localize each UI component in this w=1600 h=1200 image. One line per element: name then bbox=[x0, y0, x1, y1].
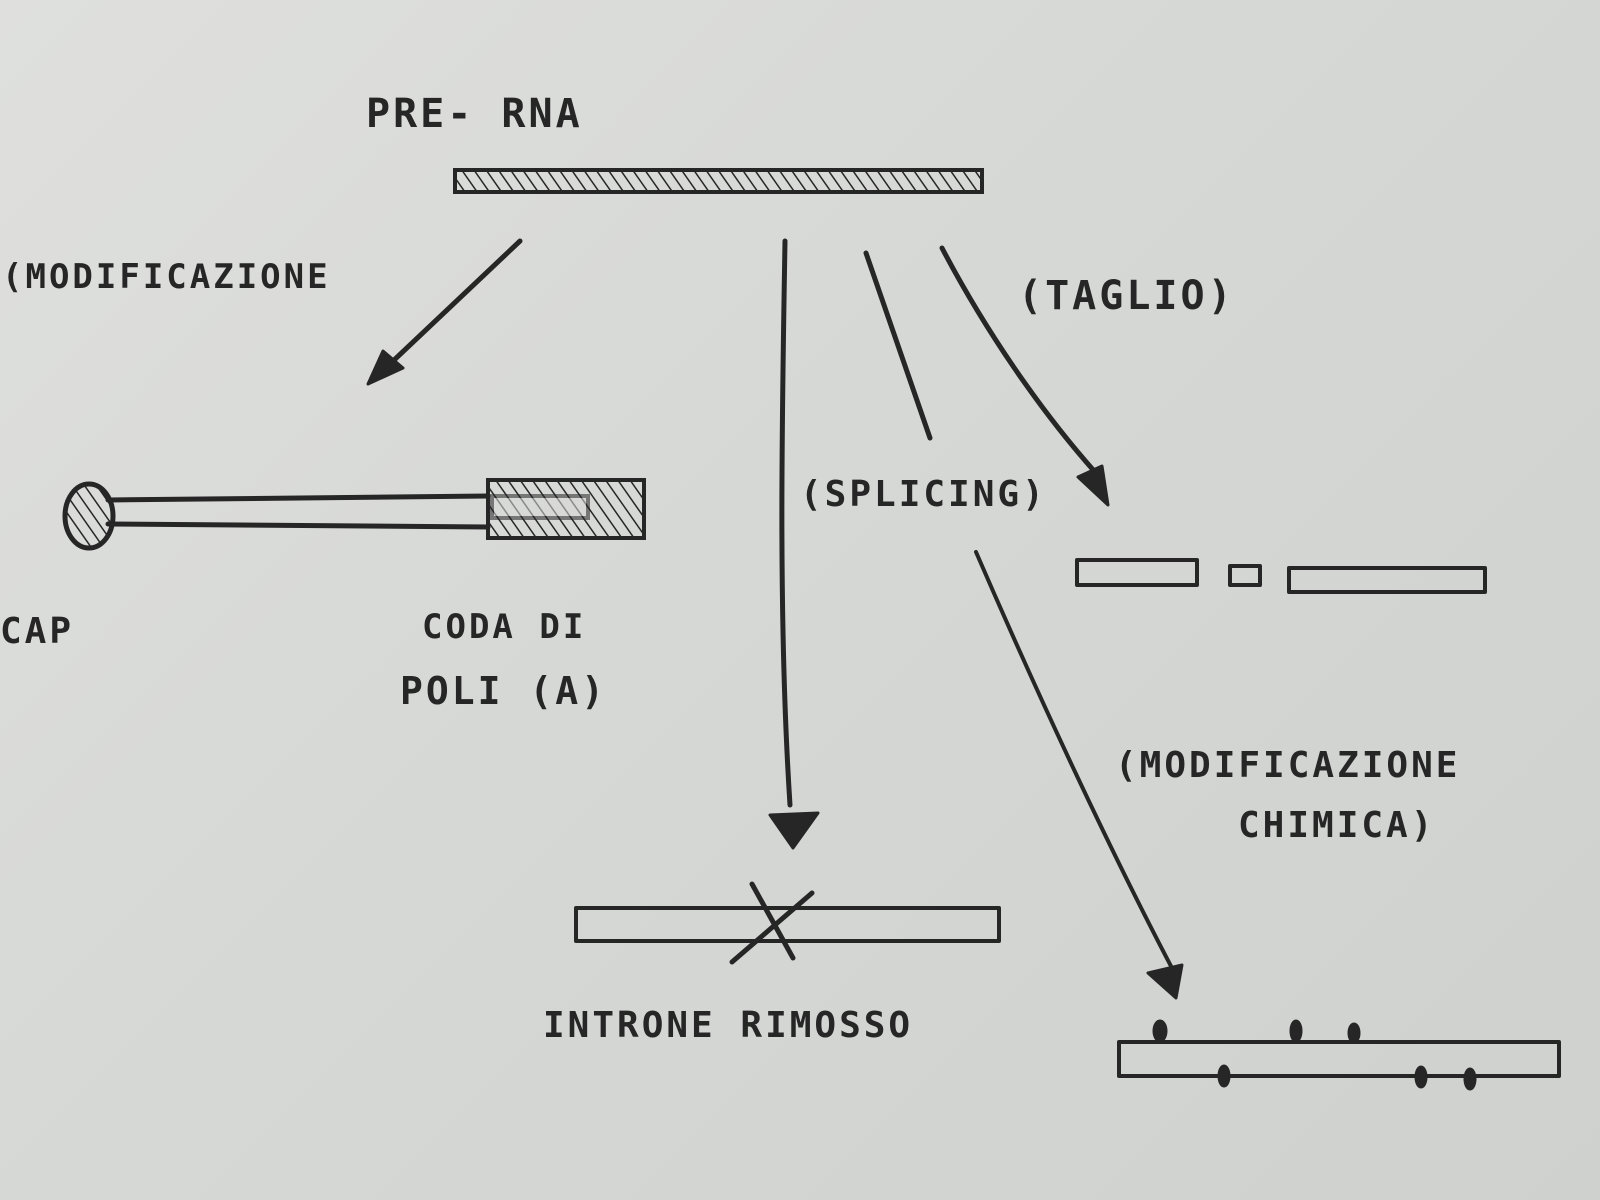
label-modificazione: (MODIFICAZIONE bbox=[2, 257, 331, 297]
label-modificazione-chimica-2: CHIMICA) bbox=[1238, 805, 1436, 846]
arrow-introne bbox=[768, 238, 820, 850]
label-introne-rimosso: INTRONE RIMOSSO bbox=[543, 1005, 914, 1046]
label-splicing: (SPLICING) bbox=[800, 474, 1047, 515]
label-pre-rna: PRE- RNA bbox=[366, 91, 583, 137]
modified-strand bbox=[1117, 1019, 1561, 1091]
pre-rna-strand bbox=[453, 168, 984, 194]
label-coda-di: CODA DI bbox=[422, 607, 587, 647]
arrow-taglio bbox=[939, 245, 1110, 507]
label-poli-a: POLI (A) bbox=[400, 669, 608, 713]
mrna-cap-polya bbox=[62, 478, 646, 551]
taglio-fragments bbox=[1075, 558, 1487, 594]
arrow-modificazione-chimica bbox=[974, 550, 1184, 1000]
arrow-modificazione bbox=[366, 238, 523, 386]
line-splicing bbox=[863, 250, 933, 441]
label-modificazione-chimica-1: (MODIFICAZIONE bbox=[1115, 745, 1461, 786]
label-cap: CAP bbox=[0, 611, 75, 652]
cap-blob bbox=[62, 481, 116, 551]
introne-strand bbox=[574, 881, 1001, 965]
label-taglio: (TAGLIO) bbox=[1018, 273, 1235, 319]
